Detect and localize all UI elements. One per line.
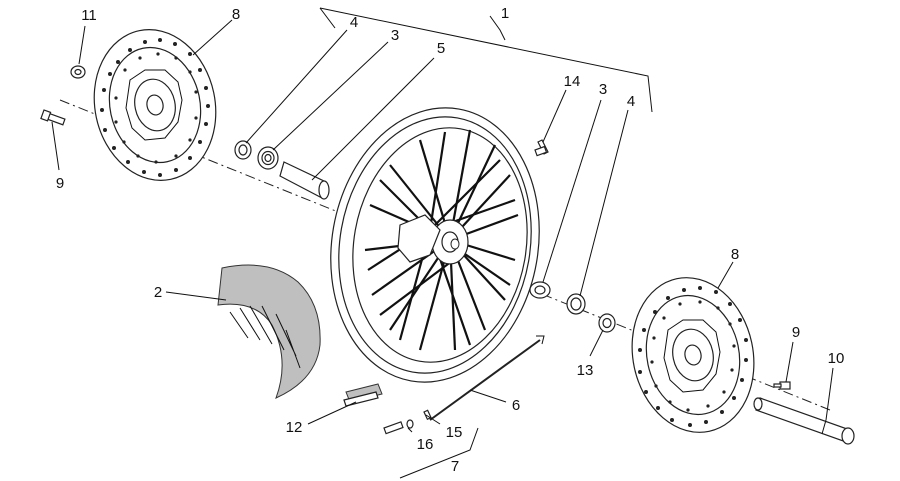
nipple-16: [383, 419, 414, 435]
spacer-13: [598, 313, 616, 333]
axle-10: [753, 397, 855, 445]
callout-4a: 4: [350, 14, 358, 31]
brake-disc-right: [631, 277, 755, 433]
callout-labels: 1 2 3 3 4 4 5 6 7 8 8 9 9 10 11 12 13 14…: [56, 5, 845, 475]
seal-4-right: [566, 293, 586, 315]
leader-lines: [51, 7, 834, 479]
bearing-3-right: [529, 281, 551, 299]
valve-14: [534, 139, 549, 157]
callout-8a: 8: [232, 6, 240, 23]
spacer-tube-5: [279, 161, 330, 200]
callout-14: 14: [564, 73, 581, 90]
callout-12: 12: [286, 419, 303, 436]
callout-15: 15: [446, 424, 463, 441]
callout-7: 7: [451, 458, 459, 475]
callout-8b: 8: [731, 246, 739, 263]
nut-11: [70, 65, 86, 79]
callout-3a: 3: [391, 27, 399, 44]
callout-13: 13: [577, 362, 594, 379]
callout-9a: 9: [56, 175, 64, 192]
seal-4-left: [234, 140, 252, 160]
bolt-9-left: [40, 109, 66, 126]
callout-2: 2: [154, 284, 162, 301]
spoke-6: [429, 335, 545, 421]
spoked-wheel: [330, 107, 540, 383]
callout-11: 11: [81, 7, 97, 24]
brake-disc-left: [93, 29, 217, 181]
callout-1: 1: [501, 5, 509, 22]
bearing-3-left: [257, 146, 279, 170]
callout-10: 10: [828, 350, 845, 367]
balance-weight-12: [343, 383, 383, 407]
bolt-9-right: [773, 381, 791, 390]
callout-4b: 4: [627, 93, 635, 110]
callout-16: 16: [417, 436, 434, 453]
tire-section-2: [217, 264, 321, 399]
callout-9b: 9: [792, 324, 800, 341]
callout-5: 5: [437, 40, 445, 57]
callout-3b: 3: [599, 81, 607, 98]
callout-6: 6: [512, 397, 520, 414]
